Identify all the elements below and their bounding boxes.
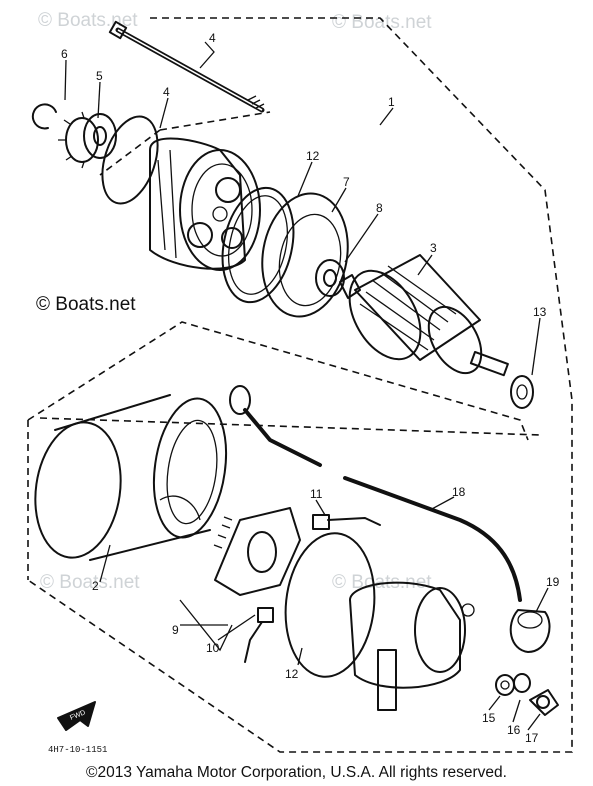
callout-3: 3 (430, 241, 437, 255)
lower-group-outline (39, 417, 541, 436)
armature-shaft (469, 351, 509, 377)
callout-13: 13 (533, 305, 547, 319)
callout-6: 6 (61, 47, 68, 61)
callout-8: 8 (376, 201, 383, 215)
brush-10 (257, 607, 274, 623)
watermark-top-left: © Boats.net (38, 10, 138, 31)
bushing (315, 259, 345, 297)
brush-lead (327, 517, 381, 526)
callout-2: 2 (92, 579, 99, 593)
terminal-boot (509, 609, 551, 653)
watermark-lower-left: © Boats.net (40, 572, 140, 593)
brush (312, 514, 330, 530)
through-bolt (108, 20, 265, 113)
assembly-outline (27, 17, 573, 753)
callout-15: 15 (482, 711, 496, 725)
leader-lines (64, 41, 549, 731)
mounting-boss (377, 649, 397, 711)
brush-10-lead (244, 621, 263, 663)
armature-group-outline (27, 321, 529, 441)
front-cover-housing (149, 137, 261, 271)
callout-11: 11 (310, 487, 323, 501)
front-direction-marker: FWD (57, 701, 96, 731)
terminal-washer (513, 673, 531, 693)
lead-wire (229, 385, 522, 602)
watermark-top-right: © Boats.net (332, 12, 432, 33)
callout-4-bolt: 4 (209, 31, 216, 45)
cover-plate (261, 192, 349, 318)
gasket-upper (221, 186, 295, 304)
upper-group-outline (99, 111, 271, 176)
callout-1: 1 (388, 95, 395, 109)
planet-gear-1 (187, 222, 213, 248)
callout-19: 19 (546, 575, 560, 589)
planet-gear-2 (215, 177, 241, 203)
watermark-mid-left: © Boats.net (36, 294, 136, 315)
gasket-lower (284, 532, 376, 678)
callout-9: 9 (172, 623, 179, 637)
o-ring-front (101, 115, 159, 205)
pinion-gear (58, 111, 117, 169)
callout-10: 10 (206, 641, 220, 655)
washer (510, 375, 534, 409)
commutator-end (339, 274, 361, 299)
callout-12-lower: 12 (285, 667, 299, 681)
bolt-thread (247, 95, 265, 109)
callout-16: 16 (507, 723, 521, 737)
planet-gear-3 (221, 227, 243, 249)
rear-cover (349, 581, 475, 711)
copyright-notice: ©2013 Yamaha Motor Corporation, U.S.A. A… (86, 764, 507, 781)
drawing-code: 4H7-10-1151 (48, 745, 107, 755)
sun-gear (212, 206, 228, 222)
circlip (31, 103, 57, 130)
wire-terminal-boot (229, 385, 251, 415)
terminal-cap-nut (529, 689, 559, 716)
callout-4-oring: 4 (163, 85, 170, 99)
callout-18: 18 (452, 485, 466, 499)
callout-17: 17 (525, 731, 539, 745)
callout-7: 7 (343, 175, 350, 189)
magnet-edge (159, 495, 201, 521)
armature (339, 254, 509, 377)
bolt-head (108, 20, 128, 40)
callout-5: 5 (96, 69, 103, 83)
callout-12-upper: 12 (306, 149, 320, 163)
terminal-nut (495, 674, 515, 696)
yoke (34, 394, 228, 561)
